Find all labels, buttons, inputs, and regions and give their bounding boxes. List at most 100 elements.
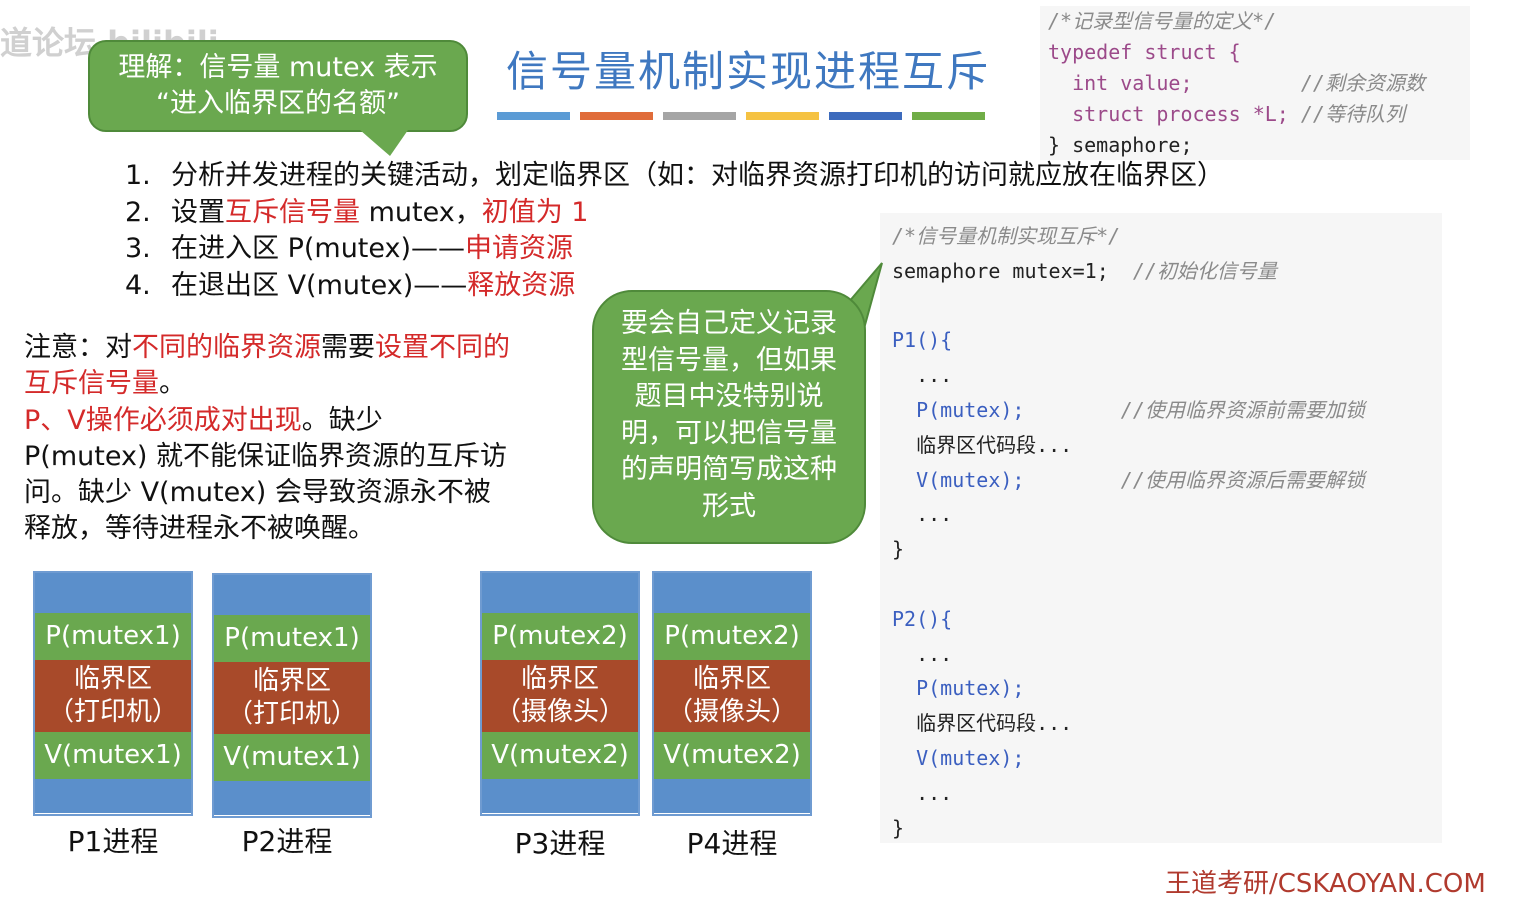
note-highlight: 设置不同的互斥信号量 — [24, 332, 510, 400]
process-label-p2: P2进程 — [241, 825, 333, 858]
block-v-op: V(mutex1) — [35, 732, 191, 779]
code-dots: ... — [916, 641, 953, 666]
code-critical: 临界区代码段... — [916, 711, 1073, 736]
critical-resource: （打印机） — [47, 697, 178, 727]
code-comment: //初始化信号量 — [1132, 258, 1277, 283]
callout-declaration-tip: 要会自己定义记录型信号量，但如果题目中没特别说明，可以把信号量的声明简写成这种形… — [592, 290, 866, 544]
block-bottom — [35, 779, 191, 813]
callout-line-1: 理解：信号量 mutex 表示 — [118, 52, 438, 83]
code-func-p1: P1(){ — [892, 328, 953, 353]
note-highlight: P、V操作必须成对出现 — [24, 404, 302, 436]
code-dots: ... — [916, 502, 953, 527]
process-label-p3: P3进程 — [514, 827, 606, 860]
block-top — [482, 573, 638, 613]
step-3: 3. 在进入区 P(mutex)——申请资源 — [125, 231, 1224, 268]
process-label-p1: P1进程 — [67, 825, 159, 858]
note-text: 。 — [159, 368, 186, 400]
steps-list: 1. 分析并发进程的关键活动，划定临界区（如：对临界资源打印机的访问就应放在临界区… — [125, 158, 1224, 304]
step-number: 3. — [125, 233, 151, 264]
process-block-p4: P(mutex2) 临界区（摄像头） V(mutex2) — [652, 571, 812, 816]
code-line: struct process *L; — [1048, 102, 1289, 126]
block-critical: 临界区（打印机） — [35, 660, 191, 732]
step-highlight: 申请资源 — [465, 233, 574, 264]
code-critical: 临界区代码段... — [916, 432, 1073, 457]
block-p-op: P(mutex1) — [35, 613, 191, 660]
block-v-op: V(mutex2) — [482, 732, 638, 779]
code-comment: //使用临界资源前需要加锁 — [1120, 397, 1365, 422]
title-color-bar — [497, 112, 985, 120]
code-close: } — [892, 815, 905, 840]
code-p-mutex: P(mutex); — [916, 397, 1025, 422]
code-func-p2: P2(){ — [892, 606, 953, 631]
footer-brand: 王道考研/CSKAOYAN.COM — [1165, 869, 1486, 899]
critical-resource: （摄像头） — [494, 697, 625, 727]
step-text: mutex， — [360, 196, 482, 228]
color-bar-seg-5 — [829, 112, 902, 120]
step-highlight: 释放资源 — [467, 269, 576, 301]
code-mutex-implementation: /*信号量机制实现互斥*/ semaphore mutex=1; //初始化信号… — [880, 213, 1442, 843]
step-1: 1. 分析并发进程的关键活动，划定临界区（如：对临界资源打印机的访问就应放在临界区… — [125, 158, 1224, 195]
note-text: 。缺少 P(mutex) 就不能保证临界资源的互斥访问。缺少 V(mutex) … — [24, 404, 508, 545]
code-v-mutex: V(mutex); — [916, 467, 1025, 492]
note-highlight: 不同的临界资源 — [132, 332, 321, 363]
block-bottom — [214, 781, 370, 815]
block-bottom — [482, 779, 638, 813]
process-label-p4: P4进程 — [686, 827, 778, 860]
step-number: 2. — [125, 196, 151, 228]
step-text: 在进入区 P(mutex)—— — [171, 233, 466, 264]
block-top — [214, 575, 370, 615]
code-line: int value; — [1048, 71, 1193, 95]
code-semaphore-definition: /*记录型信号量的定义*/ typedef struct { int value… — [1040, 6, 1470, 160]
step-text: 在退出区 V(mutex)—— — [171, 269, 468, 301]
critical-label: 临界区 — [520, 664, 599, 694]
code-comment: //使用临界资源后需要解锁 — [1120, 467, 1365, 492]
critical-label: 临界区 — [692, 664, 771, 694]
note-paragraph: 注意：对不同的临界资源需要设置不同的互斥信号量。 P、V操作必须成对出现。缺少 P… — [24, 330, 514, 548]
step-text: 设置 — [171, 196, 225, 228]
block-p-op: P(mutex2) — [654, 613, 810, 660]
code-comment: //等待队列 — [1300, 102, 1405, 126]
code-comment: /*信号量机制实现互斥*/ — [892, 224, 1121, 248]
code-comment: //剩余资源数 — [1300, 71, 1425, 95]
block-v-op: V(mutex2) — [654, 732, 810, 779]
critical-label: 临界区 — [252, 666, 331, 696]
code-line: } semaphore; — [1048, 133, 1193, 157]
block-critical: 临界区（摄像头） — [482, 660, 638, 732]
block-critical: 临界区（摄像头） — [654, 660, 810, 732]
process-block-p2: P(mutex1) 临界区（打印机） V(mutex1) — [212, 573, 372, 818]
color-bar-seg-6 — [912, 112, 985, 120]
step-2: 2. 设置互斥信号量 mutex，初值为 1 — [125, 195, 1224, 232]
code-p-mutex: P(mutex); — [916, 676, 1025, 701]
code-dots: ... — [916, 363, 953, 388]
code-line: semaphore mutex=1; — [892, 258, 1109, 283]
process-block-p3: P(mutex2) 临界区（摄像头） V(mutex2) — [480, 571, 640, 816]
color-bar-seg-1 — [497, 112, 570, 120]
critical-resource: （打印机） — [226, 699, 357, 729]
step-highlight: 初值为 1 — [481, 196, 589, 228]
slide-title: 信号量机制实现进程互斥 — [506, 47, 991, 96]
callout-tail — [360, 130, 408, 156]
step-number: 4. — [125, 269, 151, 301]
block-top — [654, 573, 810, 613]
critical-label: 临界区 — [73, 664, 152, 694]
block-top — [35, 573, 191, 613]
code-line: typedef struct { — [1048, 40, 1241, 64]
note-text: 需要 — [321, 332, 375, 363]
block-p-op: P(mutex2) — [482, 613, 638, 660]
callout-mutex-meaning: 理解：信号量 mutex 表示 “进入临界区的名额” — [88, 40, 468, 156]
step-highlight: 互斥信号量 — [225, 196, 360, 228]
block-bottom — [654, 779, 810, 813]
code-v-mutex: V(mutex); — [916, 745, 1025, 770]
step-text: 分析并发进程的关键活动，划定临界区（如：对临界资源打印机的访问就应放在临界区） — [171, 160, 1224, 191]
code-comment: /*记录型信号量的定义*/ — [1048, 9, 1277, 33]
color-bar-seg-4 — [746, 112, 819, 120]
note-text: 注意：对 — [24, 332, 132, 363]
block-p-op: P(mutex1) — [214, 615, 370, 662]
critical-resource: （摄像头） — [666, 697, 797, 727]
block-critical: 临界区（打印机） — [214, 662, 370, 734]
callout-line-2: “进入临界区的名额” — [156, 88, 400, 119]
code-dots: ... — [916, 780, 953, 805]
step-number: 1. — [125, 160, 151, 191]
block-v-op: V(mutex1) — [214, 734, 370, 781]
color-bar-seg-2 — [580, 112, 653, 120]
